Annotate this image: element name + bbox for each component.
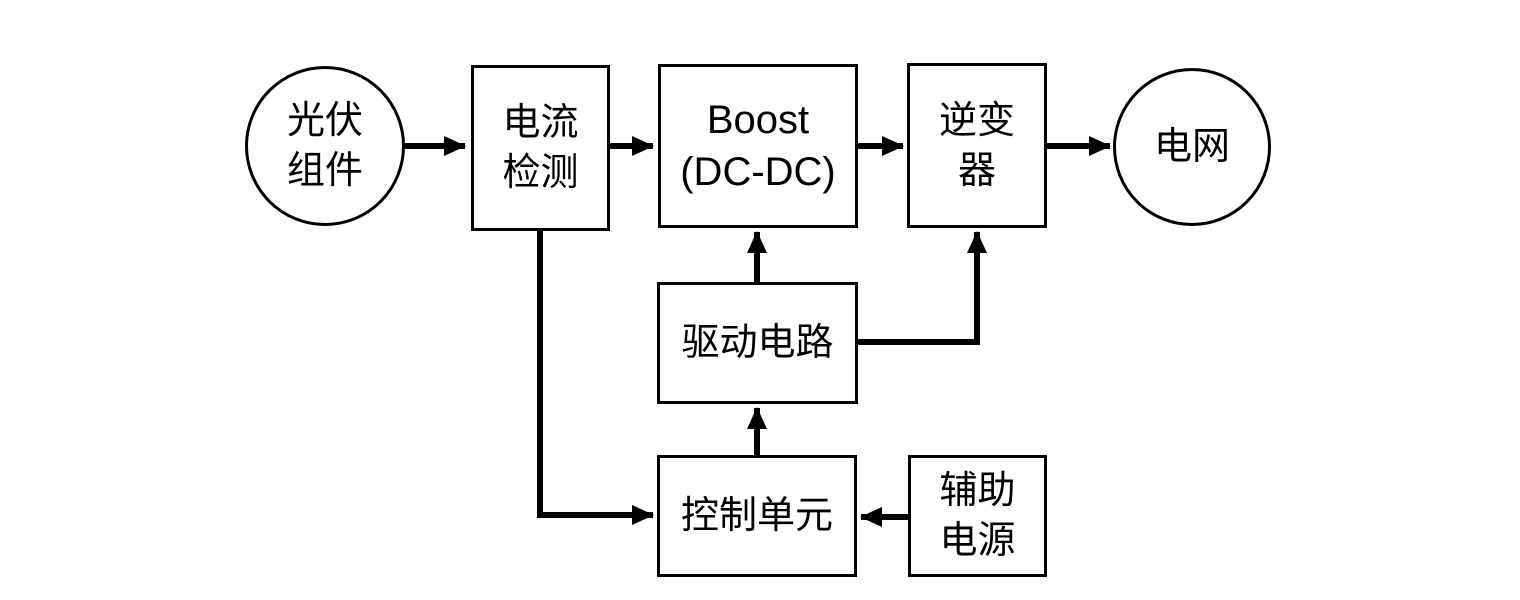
node-grid: 电网 bbox=[1113, 68, 1271, 226]
edge-driver-to-inverter bbox=[858, 231, 987, 345]
node-inverter: 逆变 器 bbox=[907, 63, 1047, 228]
node-pv-module: 光伏 组件 bbox=[245, 66, 405, 226]
edge-current-to-control bbox=[537, 231, 654, 525]
node-current-sense: 电流 检测 bbox=[471, 65, 610, 231]
node-boost-dcdc: Boost (DC-DC) bbox=[658, 64, 858, 228]
node-drive-circuit: 驱动电路 bbox=[657, 282, 858, 404]
node-control-unit: 控制单元 bbox=[657, 455, 857, 577]
node-aux-power: 辅助 电源 bbox=[908, 455, 1047, 577]
